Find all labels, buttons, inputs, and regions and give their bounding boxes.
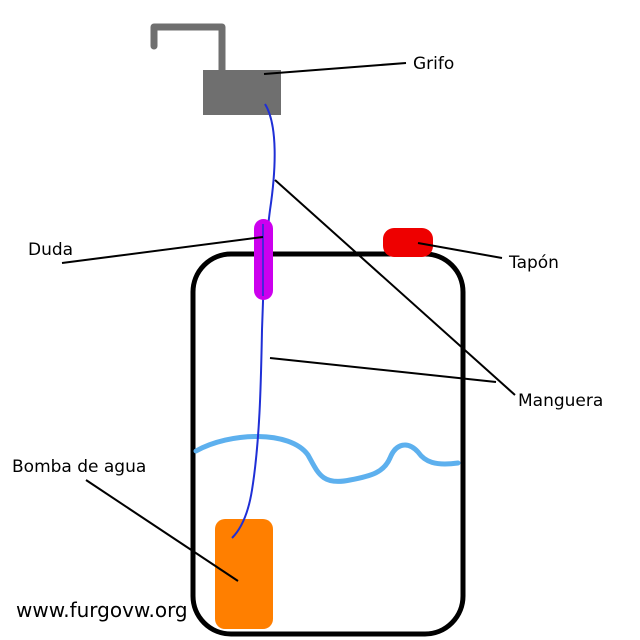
leader-manguera-upper (274, 179, 516, 396)
label-tapon: Tapón (508, 253, 559, 273)
leader-tapon (417, 242, 503, 259)
water-pump (215, 519, 273, 629)
leader-manguera-lower (269, 357, 497, 383)
faucet-pipe (150, 23, 226, 76)
label-manguera: Manguera (518, 391, 603, 411)
hose (231, 103, 276, 539)
faucet (150, 23, 281, 115)
leader-duda (61, 236, 264, 264)
label-duda: Duda (28, 240, 73, 260)
water-container (190, 251, 466, 637)
leader-grifo (263, 62, 407, 75)
label-grifo: Grifo (413, 54, 454, 74)
water-surface (193, 434, 461, 484)
faucet-body (203, 70, 281, 115)
watermark: www.furgovw.org (16, 598, 188, 622)
leader-bomba (85, 479, 239, 582)
leader-lines (61, 62, 516, 582)
label-bomba: Bomba de agua (12, 457, 146, 477)
cap (383, 228, 433, 257)
